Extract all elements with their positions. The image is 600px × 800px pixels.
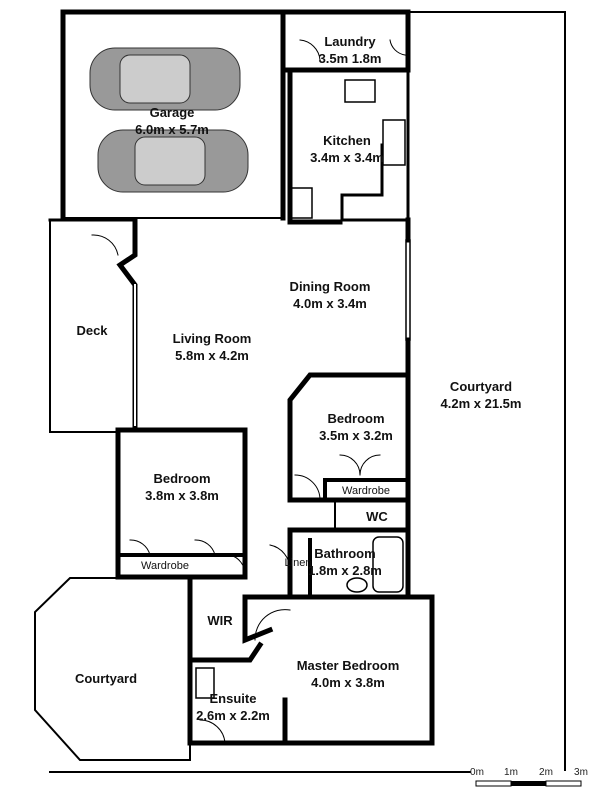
room-label-bedroom-1: Bedroom 3.8m x 3.8m [145,470,219,504]
scale-tick: 0m [470,767,484,778]
courtyard-boundary [407,11,566,771]
room-size: 3.4m x 3.4m [310,150,384,165]
room-size: 4.0m x 3.8m [311,675,385,690]
room-name: Bedroom [327,411,385,426]
room-name: Bedroom [153,471,211,486]
scale-tick: 1m [504,767,518,778]
room-label-bedroom-2: Bedroom 3.5m x 3.2m [319,410,393,444]
room-label-wc: WC [366,509,388,524]
room-label-garage: Garage 6.0m x 5.7m [135,104,209,138]
room-name: Bathroom [314,546,376,561]
room-size: 5.8m x 4.2m [175,348,249,363]
room-label-ensuite: Ensuite 2.6m x 2.2m [196,690,270,724]
room-label-living: Living Room 5.8m x 4.2m [173,330,252,364]
room-label-dining: Dining Room 4.0m x 3.4m [290,278,371,312]
courtyard-left-boundary [34,577,191,761]
scale-bar [475,780,582,787]
room-label-linen: Linen [284,557,312,569]
scale-tick: 2m [539,767,553,778]
room-label-courtyard-right: Courtyard 4.2m x 21.5m [441,378,522,412]
room-label-laundry: Laundry 3.5m 1.8m [319,33,382,67]
room-size: 1.8m x 2.8m [308,563,382,578]
room-label-wir: WIR [207,613,233,628]
room-name: Master Bedroom [296,658,400,673]
room-label-wardrobe-1: Wardrobe [141,560,189,572]
room-size: 4.2m x 21.5m [440,396,522,411]
room-label-bathroom: Bathroom 1.8m x 2.8m [308,545,382,579]
room-name: Ensuite [209,691,257,706]
room-name: Dining Room [289,279,371,294]
room-size: 6.0m x 5.7m [135,122,209,137]
room-name: Living Room [172,331,252,346]
room-name: Laundry [324,34,376,49]
room-label-master-bedroom: Master Bedroom 4.0m x 3.8m [297,657,400,691]
room-size: 3.5m x 3.2m [319,428,393,443]
garage-walls [60,9,286,221]
car-icon [89,47,249,193]
room-name: Kitchen [323,133,371,148]
room-size: 4.0m x 3.4m [293,296,367,311]
room-size: 3.8m x 3.8m [145,488,219,503]
room-label-deck: Deck [76,322,107,339]
room-size: 2.6m x 2.2m [196,708,270,723]
room-label-wardrobe-2: Wardrobe [342,485,390,497]
room-name: Deck [76,323,108,338]
room-size: 3.5m 1.8m [318,51,382,66]
room-name: Courtyard [449,379,513,394]
room-label-courtyard-left: Courtyard [74,671,138,686]
room-label-kitchen: Kitchen 3.4m x 3.4m [310,132,384,166]
scale-tick: 3m [574,767,588,778]
room-name: Garage [149,105,195,120]
